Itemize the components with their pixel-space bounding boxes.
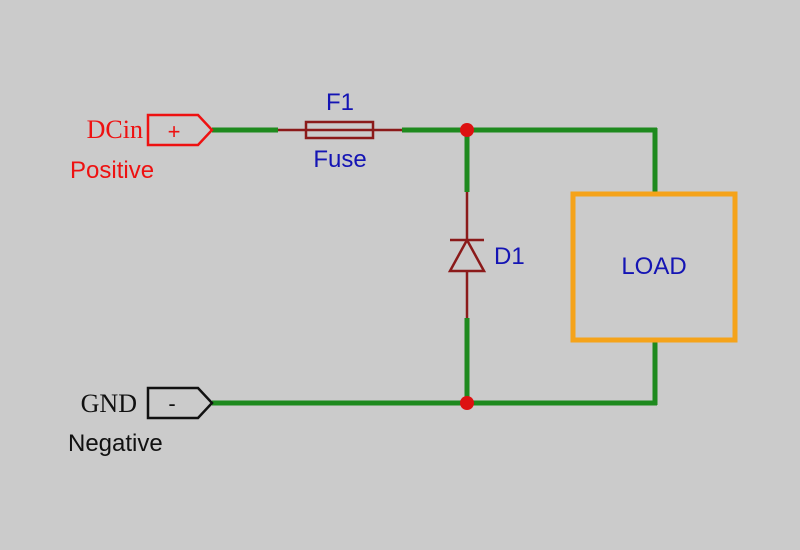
fuse-f1 <box>278 120 402 140</box>
port-negative-net-name: GND <box>81 389 137 418</box>
port-negative-flag <box>146 386 214 420</box>
diode-triangle <box>447 237 487 273</box>
diode-d1 <box>447 192 487 318</box>
port-positive-flag <box>146 113 214 147</box>
junction-dot-bottom <box>460 396 474 410</box>
port-negative-symbol: - <box>168 391 175 416</box>
load-box <box>570 191 738 343</box>
port-positive-symbol: + <box>168 119 181 144</box>
port-negative: - <box>146 386 214 420</box>
load-label: LOAD <box>621 253 686 280</box>
port-negative-caption: Negative <box>68 430 163 457</box>
wires <box>212 127 658 406</box>
junction-dot-top <box>460 123 474 137</box>
fuse-value: Fuse <box>313 146 366 173</box>
port-positive-net-name: DCin <box>87 115 143 144</box>
port-positive-caption: Positive <box>70 157 154 184</box>
port-positive: + <box>146 113 214 147</box>
diode-designator: D1 <box>494 243 525 270</box>
fuse-designator: F1 <box>326 89 354 116</box>
